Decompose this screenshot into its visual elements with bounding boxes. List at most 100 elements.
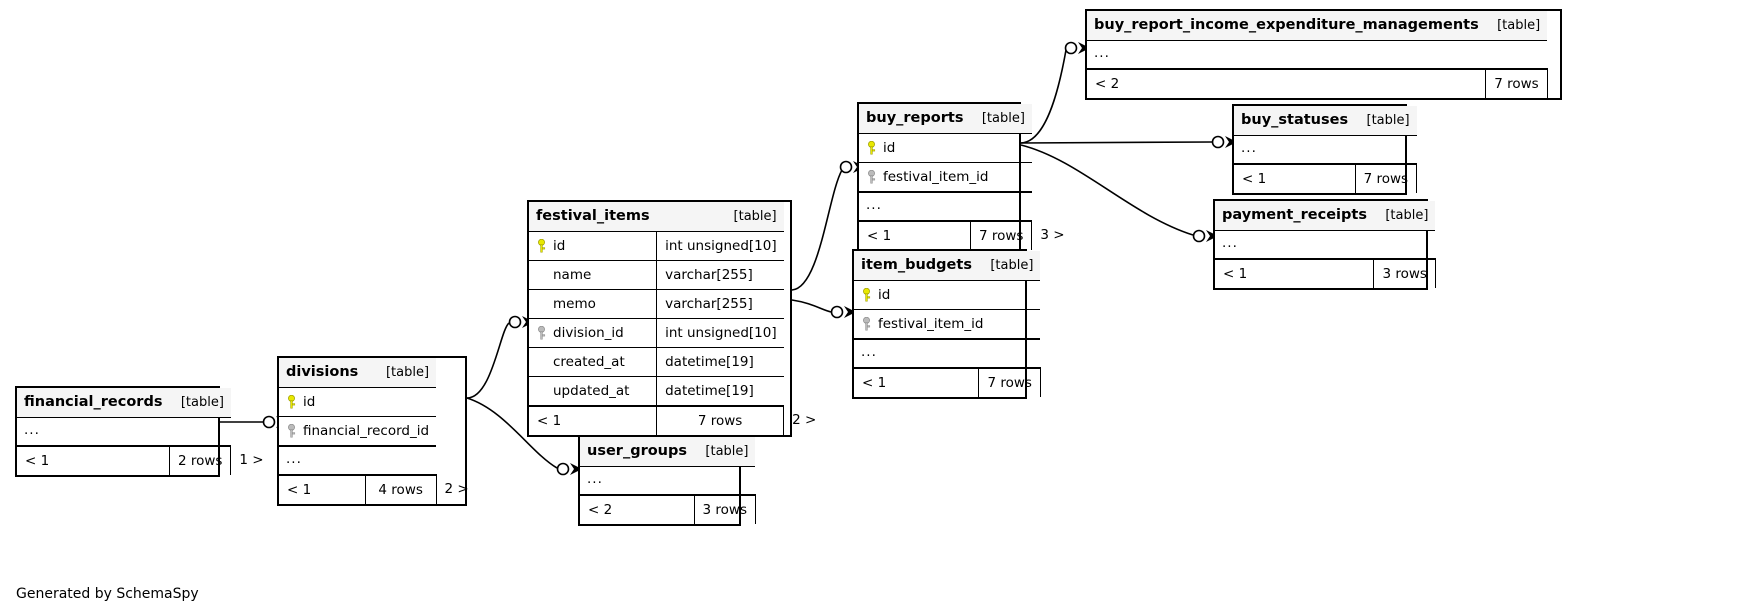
table-title: buy_statuses [1234,106,1356,136]
table-header-row: festival_items [table] [529,202,824,232]
ellipsis-label: ... [1234,135,1417,165]
column-name: id [553,237,566,254]
foreign-key-icon [860,316,873,332]
columns-ellipsis-row: ... [1234,135,1433,165]
table-item_budgets[interactable]: item_budgets [table] id festival_item_id… [852,249,1041,399]
connector-crowfoot-buy_reports [839,160,853,174]
footer-children [755,495,772,524]
table-tag: [table] [1485,11,1548,41]
column-row: updated_at datetime[19] [529,376,824,407]
table-buy_reports[interactable]: buy_reports [table] id festival_item_id … [857,102,1065,252]
footer-parents: < 1 [1234,164,1356,193]
ellipsis-label: ... [859,192,1032,222]
table-tag: [table] [656,202,784,232]
column-cell: name [529,260,657,290]
table-divisions[interactable]: divisions [table] id financial_record_id… [277,356,469,506]
column-cell: festival_item_id [859,162,1032,193]
column-cell: festival_item_id [854,309,1041,340]
footer-parents: < 2 [580,495,695,524]
ellipsis-label: ... [580,466,756,496]
column-row: festival_item_id [859,162,1073,193]
primary-key-icon [535,238,548,254]
column-row: financial_record_id [279,416,477,447]
table-financial_records[interactable]: financial_records [table] ... < 1 2 rows… [15,386,264,477]
table-tag: [table] [169,388,231,418]
table-header-row: buy_report_income_expenditure_management… [1087,11,1564,41]
columns-ellipsis-row: ... [1087,40,1564,70]
ellipsis-label: ... [854,339,1041,369]
column-row: division_id int unsigned[10] [529,318,824,348]
primary-key-icon [860,287,873,303]
table-title: buy_report_income_expenditure_management… [1087,11,1486,41]
footer-rows: 2 rows [169,446,232,475]
table-footer-row: < 1 4 rows 2 > [279,475,477,504]
table-footer-row: < 1 7 rows 3 > [859,221,1073,250]
footer-parents: < 1 [854,368,980,397]
table-tag: [table] [694,437,756,467]
footer-rows: 7 rows [970,221,1033,250]
footer-parents: < 1 [529,406,658,435]
column-row: id int unsigned[10] [529,231,824,261]
table-title: item_budgets [854,251,979,281]
table-footer-row: < 2 7 rows [1087,69,1564,98]
table-footer-row: < 1 7 rows [1234,164,1433,193]
table-payment_receipts[interactable]: payment_receipts [table] ... < 1 3 rows [1213,199,1436,290]
table-buy_statuses[interactable]: buy_statuses [table] ... < 1 7 rows [1232,104,1418,195]
columns-ellipsis-row: ... [1215,230,1452,260]
column-row: id [279,387,477,417]
table-title: buy_reports [859,104,971,134]
footer-children: 2 > [444,481,469,497]
column-type: int unsigned[10] [656,231,784,261]
table-tag: [table] [978,251,1041,281]
column-cell: id [279,387,437,417]
column-type: varchar[255] [656,260,784,290]
column-name: festival_item_id [878,315,984,332]
table-header-row: item_budgets [table] [854,251,1057,281]
columns-ellipsis-row: ... [854,339,1057,369]
column-row: memo varchar[255] [529,289,824,319]
table-title: payment_receipts [1215,201,1374,231]
table-header-row: buy_reports [table] [859,104,1073,134]
column-cell: id [529,231,657,261]
column-name: memo [553,295,596,312]
footer-children: 3 > [1040,227,1065,243]
footer-rows: 4 rows [365,475,437,504]
foreign-key-icon [865,169,878,185]
footer-rows: 7 rows [1355,164,1418,193]
table-tag: [table] [1355,106,1417,136]
footer-children: 1 > [239,452,264,468]
footer-children [1435,259,1452,288]
ellipsis-label: ... [1087,40,1548,70]
column-name: name [553,266,592,283]
column-cell: id [854,280,1041,310]
footer-rows: 7 rows [978,368,1041,397]
columns-ellipsis-row: ... [17,417,272,447]
table-tag: [table] [365,358,437,388]
table-footer-row: < 2 3 rows [580,495,772,524]
column-row: id [854,280,1057,310]
column-name: id [878,286,891,303]
ellipsis-label: ... [279,446,437,476]
footer-children: 2 > [792,412,817,428]
table-user_groups[interactable]: user_groups [table] ... < 2 3 rows [578,435,756,526]
column-type: datetime[19] [656,376,784,407]
table-festival_items[interactable]: festival_items [table] id int unsigned[1… [527,200,816,437]
column-row: name varchar[255] [529,260,824,290]
footer-parents: < 1 [17,446,170,475]
columns-ellipsis-row: ... [859,192,1073,222]
foreign-key-icon [285,423,298,439]
column-type: datetime[19] [656,347,784,377]
table-title: festival_items [529,202,657,232]
footer-rows: 7 rows [656,406,785,435]
footer-parents: < 1 [859,221,971,250]
footer-children [1417,164,1434,193]
table-buy_report_income_expenditure_managements[interactable]: buy_report_income_expenditure_management… [1085,9,1562,100]
table-tag: [table] [970,104,1032,134]
primary-key-icon [865,140,878,156]
table-header-row: buy_statuses [table] [1234,106,1433,136]
column-name: id [303,393,316,410]
table-header-row: divisions [table] [279,358,477,388]
table-tag: [table] [1373,201,1436,231]
connector-crowfoot-buy_statuses [1211,135,1225,149]
